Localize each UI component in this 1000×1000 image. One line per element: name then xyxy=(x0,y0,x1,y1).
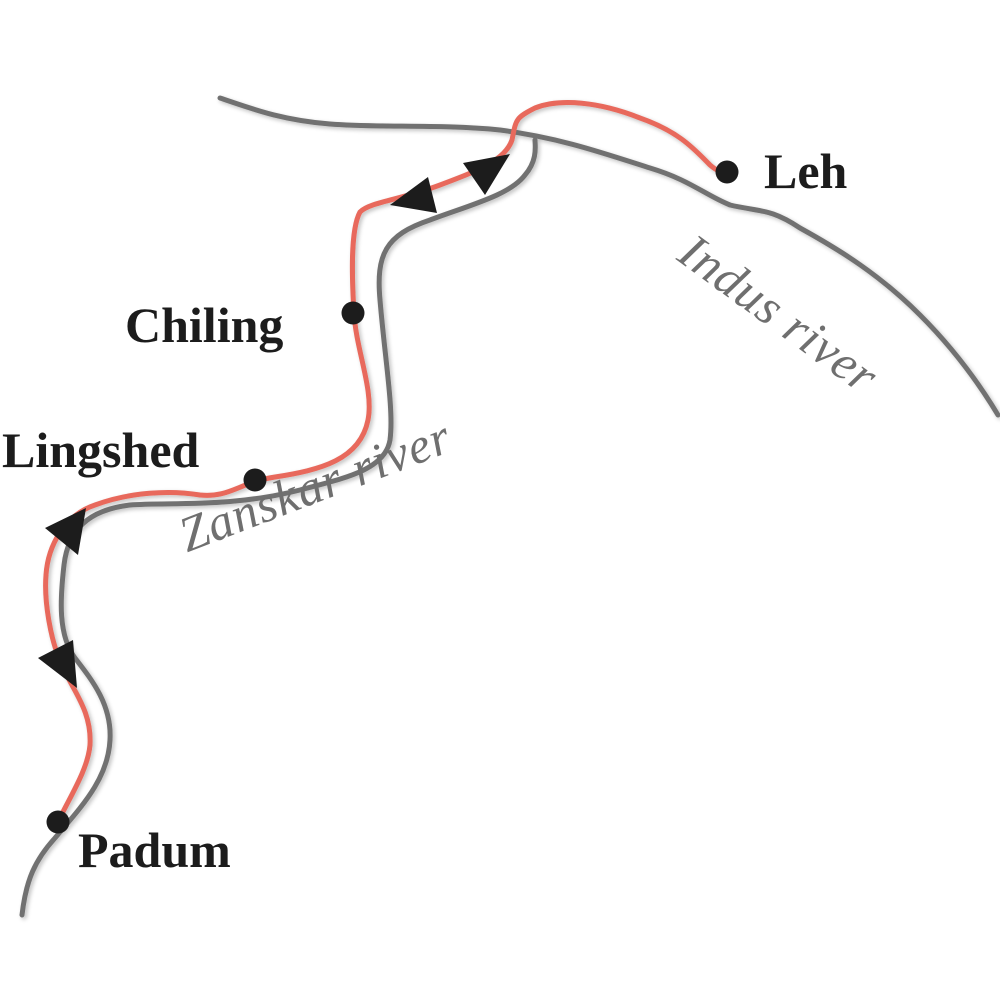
leh-marker xyxy=(715,160,739,184)
trek-route-line xyxy=(43,100,730,825)
chiling-label: Chiling xyxy=(125,297,284,353)
lingshed-marker xyxy=(243,468,267,492)
direction-arrow-icon xyxy=(390,177,437,213)
direction-arrows xyxy=(38,154,510,688)
chiling-marker xyxy=(341,301,365,325)
direction-arrow-icon xyxy=(463,154,510,195)
padum-marker xyxy=(46,810,70,834)
leh-label: Leh xyxy=(764,143,848,199)
indus-river-line xyxy=(217,95,1000,418)
direction-arrow-icon xyxy=(45,508,86,555)
lingshed-label: Lingshed xyxy=(2,422,200,478)
zanskar-river-line xyxy=(19,137,538,918)
direction-arrow-icon xyxy=(38,640,77,688)
padum-label: Padum xyxy=(78,822,231,878)
